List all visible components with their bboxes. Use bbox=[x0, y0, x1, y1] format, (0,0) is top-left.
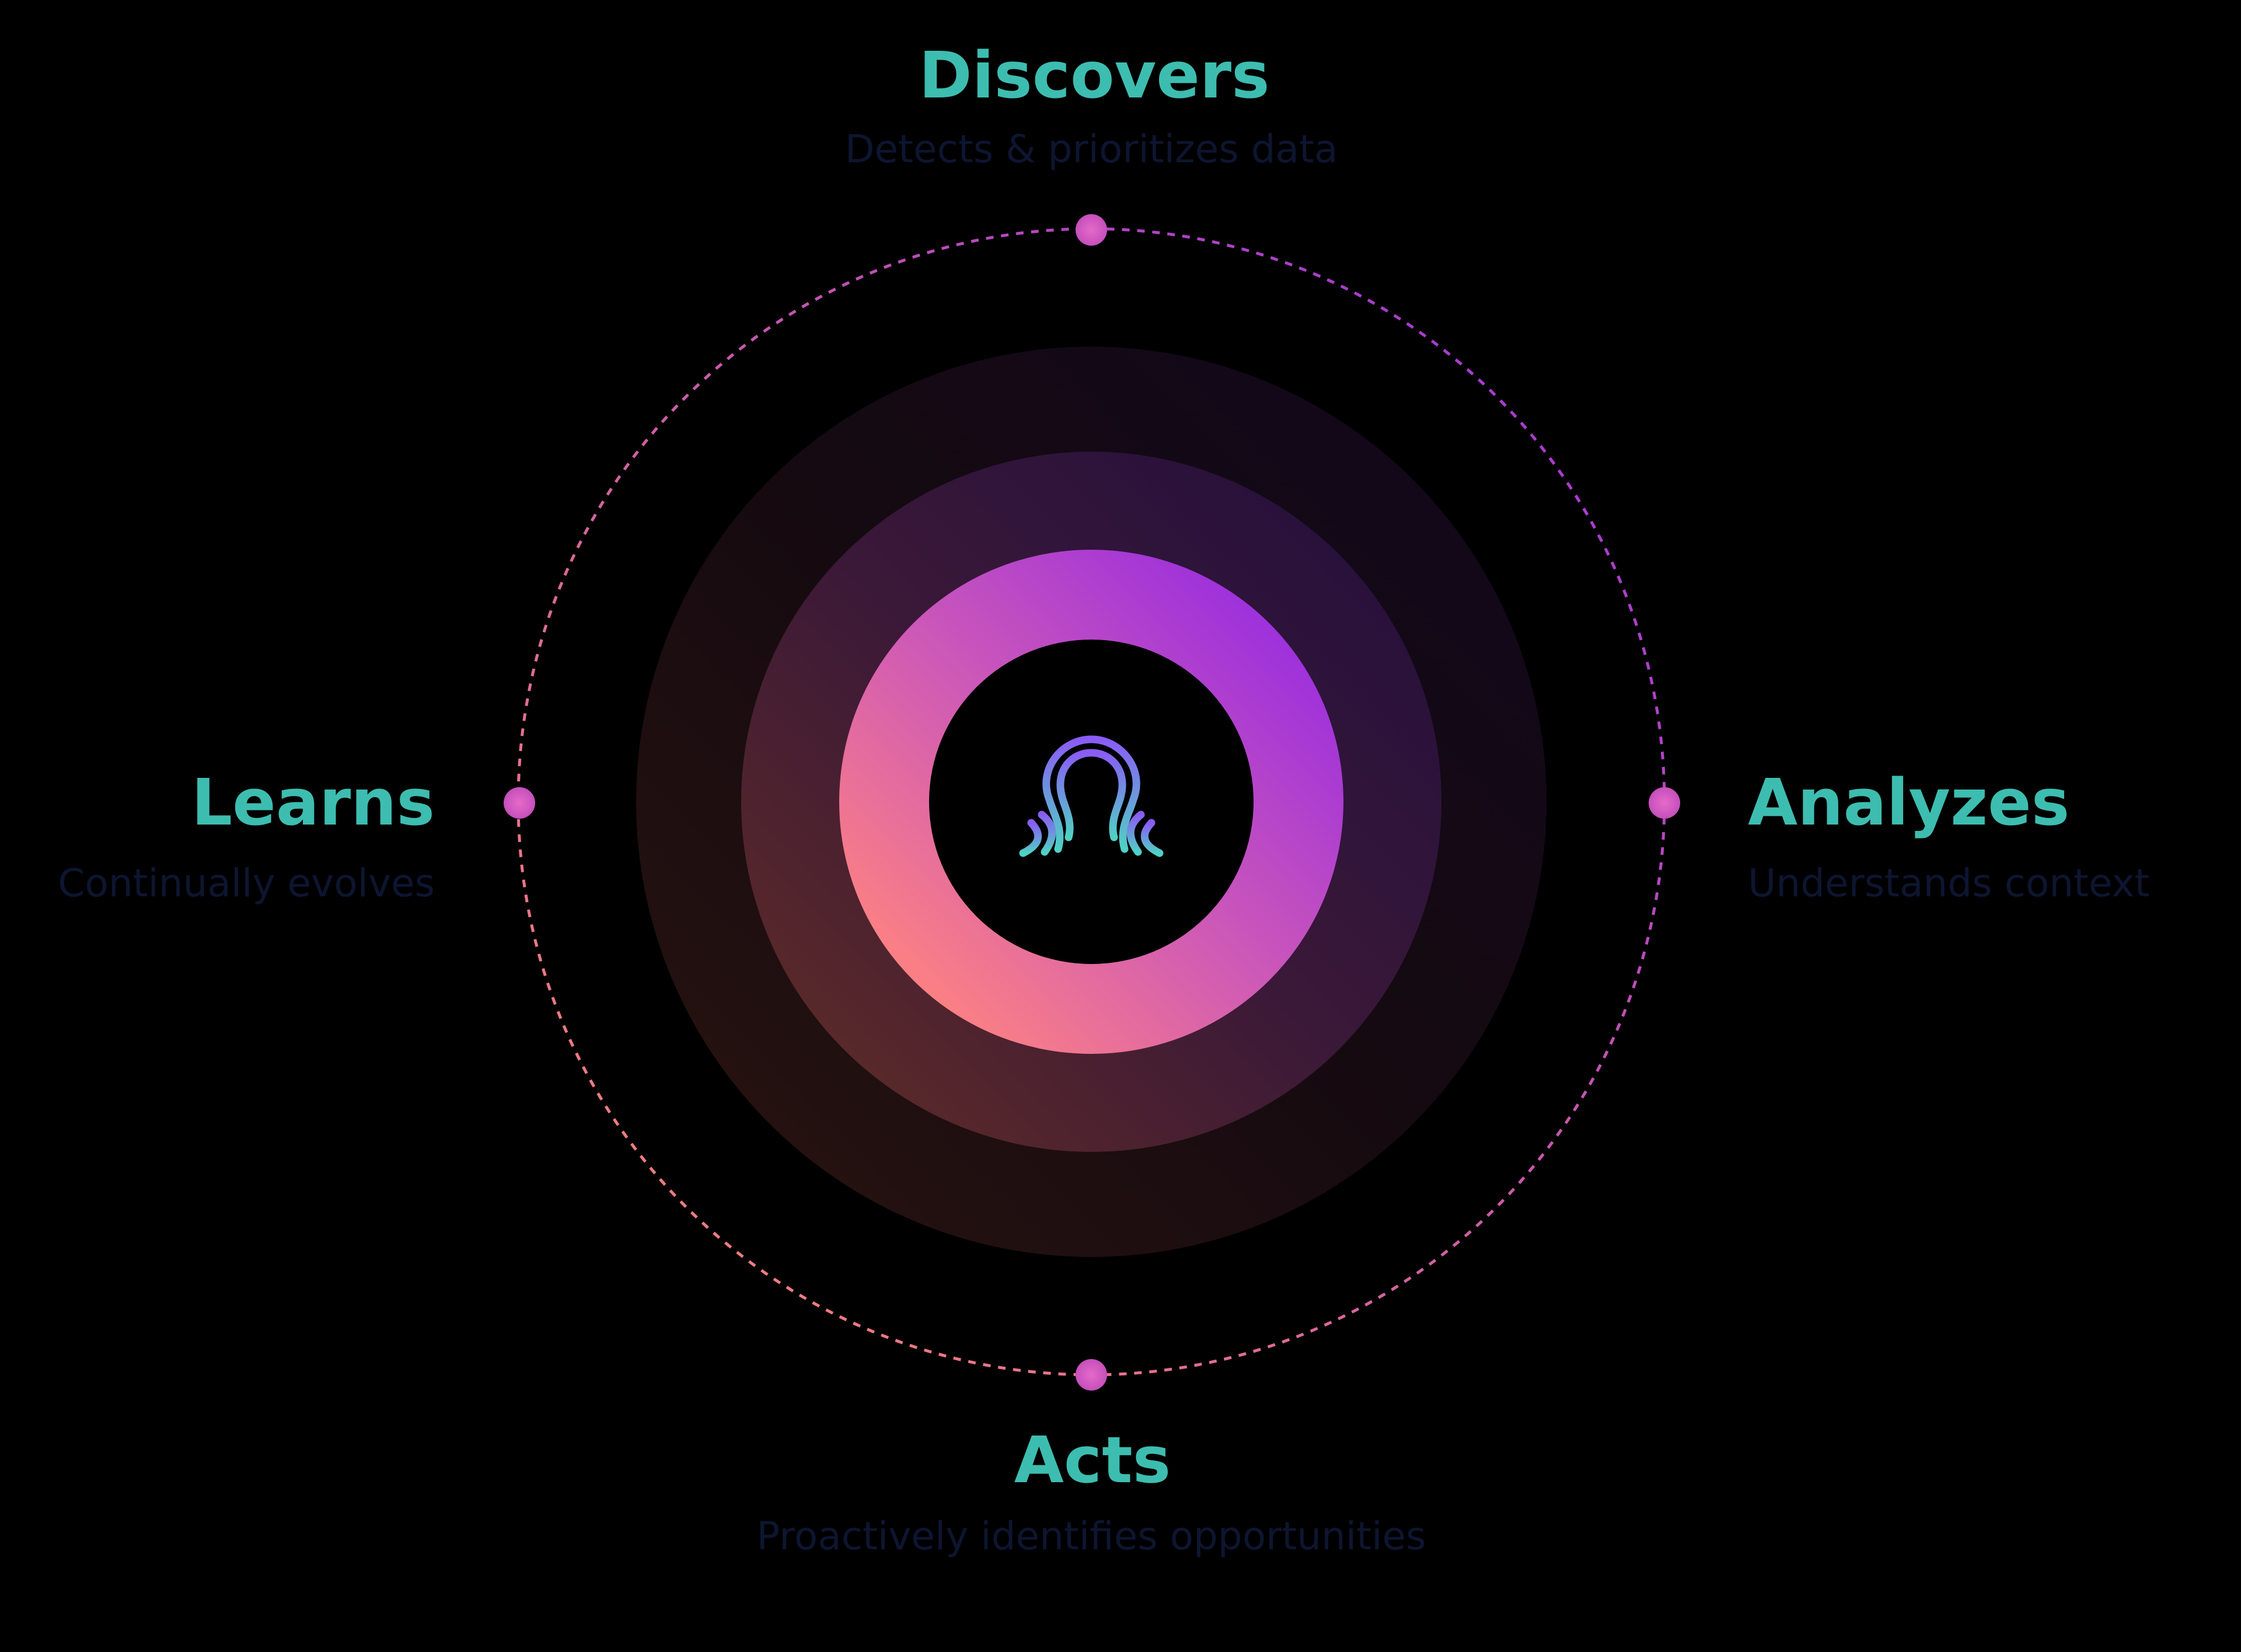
orbit-node-analyzes bbox=[1649, 787, 1680, 819]
discovers-title: Discovers bbox=[919, 38, 1269, 113]
learns-description: Continually evolves bbox=[58, 861, 435, 906]
orbit-node-learns bbox=[504, 787, 535, 819]
learns-title: Learns bbox=[191, 765, 435, 840]
center-disc bbox=[929, 640, 1254, 964]
discovers-description: Detects & prioritizes data bbox=[845, 127, 1338, 172]
acts-title: Acts bbox=[1014, 1423, 1171, 1497]
orbit-node-acts bbox=[1076, 1359, 1107, 1391]
analyzes-description: Understands context bbox=[1748, 861, 2149, 906]
acts-description: Proactively identifies opportunities bbox=[757, 1514, 1426, 1559]
octopus-logo-icon bbox=[1019, 735, 1164, 857]
orbit-node-discovers bbox=[1076, 214, 1107, 246]
analyzes-title: Analyzes bbox=[1748, 765, 2069, 840]
